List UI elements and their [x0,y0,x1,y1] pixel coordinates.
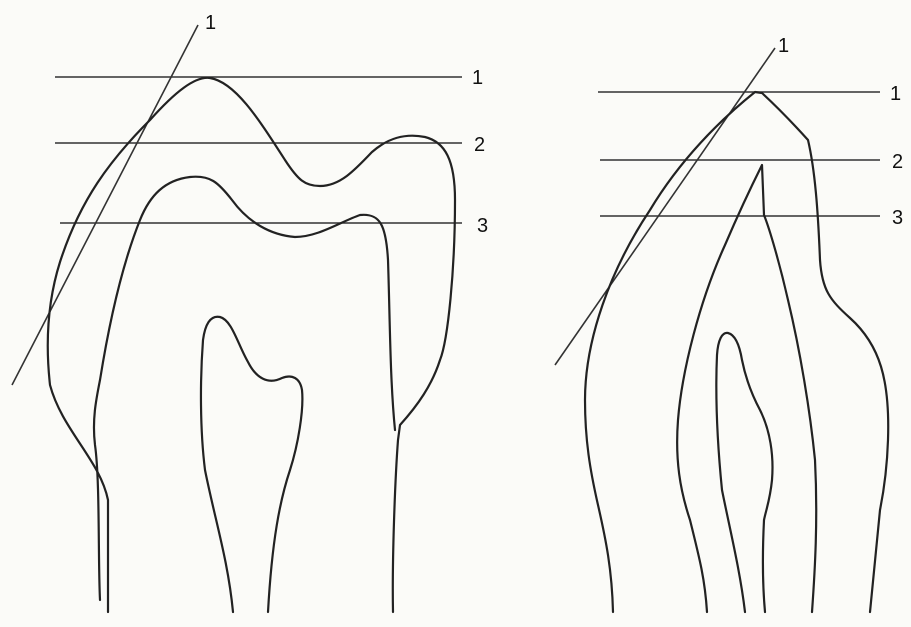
left-pulp-chamber [201,317,302,612]
left-outer-contour [48,78,455,612]
right-outer-contour [585,92,888,612]
right-incline-label: 1 [778,35,789,57]
left-incline-line [12,25,198,385]
left-inner-contour [94,177,395,600]
right-tooth-figure: 1 1 2 3 [555,35,903,612]
right-pulp-canal [716,333,772,612]
right-line-1-label: 1 [890,83,901,105]
right-line-3-label: 3 [892,207,903,229]
left-line-2-label: 2 [474,134,485,156]
left-incline-label: 1 [205,12,216,34]
left-tooth-figure: 1 1 2 3 [12,12,488,612]
left-line-3-label: 3 [477,215,488,237]
right-inner-contour [677,165,816,612]
left-line-1-label: 1 [472,67,483,89]
right-line-2-label: 2 [892,151,903,173]
